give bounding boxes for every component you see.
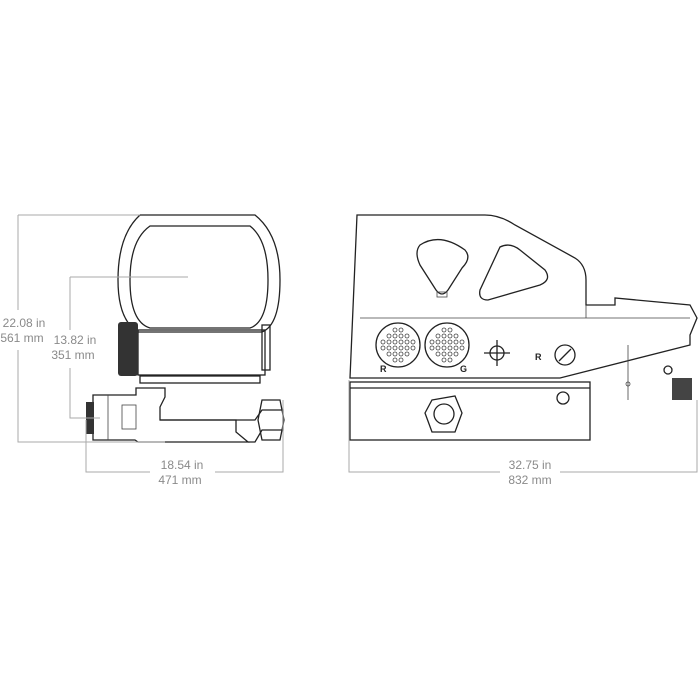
button-dot <box>453 351 459 357</box>
front-nut <box>257 399 285 441</box>
button-dot <box>386 333 392 339</box>
nut-bore <box>433 403 455 425</box>
side-body <box>349 214 698 379</box>
front-knob-right <box>261 324 271 371</box>
button-dot <box>398 339 404 345</box>
window-height-mm: 351 mm <box>51 348 94 362</box>
button-dot <box>429 345 435 351</box>
front-view <box>86 214 285 443</box>
button-dot <box>435 333 441 339</box>
button-dot <box>392 339 398 345</box>
button-dot <box>410 339 416 345</box>
button-dot <box>392 345 398 351</box>
button-dot <box>398 345 404 351</box>
button-dot <box>441 351 447 357</box>
button-dot <box>441 339 447 345</box>
button-dot <box>398 327 404 333</box>
small-tab <box>436 291 448 298</box>
button-dot <box>459 339 465 345</box>
button-dot <box>429 339 435 345</box>
button-dot <box>435 339 441 345</box>
button-dot <box>398 351 404 357</box>
button-dot <box>392 333 398 339</box>
button-dot <box>435 351 441 357</box>
button-dot <box>453 333 459 339</box>
button-dot <box>441 333 447 339</box>
overall-height-in: 22.08 in <box>3 316 46 330</box>
mount-block <box>121 404 137 430</box>
front-width-in: 18.54 in <box>161 458 204 472</box>
front-mount <box>92 387 250 443</box>
button-dot <box>398 357 404 363</box>
red-brightness-button[interactable] <box>375 322 421 368</box>
button-dot <box>404 345 410 351</box>
button-dot <box>453 339 459 345</box>
button-dot <box>410 345 416 351</box>
button-dot <box>392 327 398 333</box>
front-base-plate <box>139 375 261 384</box>
button-dot <box>453 345 459 351</box>
button-dot <box>441 357 447 363</box>
button-dot <box>380 345 386 351</box>
front-width-mm: 471 mm <box>158 473 201 487</box>
side-small-screw <box>663 365 673 375</box>
button-dot <box>435 345 441 351</box>
button-dot <box>404 351 410 357</box>
side-length-mm: 832 mm <box>508 473 551 487</box>
green-brightness-button[interactable] <box>424 322 470 368</box>
side-nut <box>424 395 463 433</box>
small-pin <box>625 381 631 387</box>
side-window-right <box>479 244 549 301</box>
red-button-label: R <box>380 364 387 374</box>
button-dot <box>386 345 392 351</box>
button-dot <box>447 357 453 363</box>
button-dot <box>441 327 447 333</box>
side-rail-mount <box>349 381 591 441</box>
button-dot <box>404 339 410 345</box>
button-dot <box>447 351 453 357</box>
side-knurled-cap <box>672 378 692 400</box>
screw-slot <box>558 348 572 362</box>
front-knob <box>118 322 138 376</box>
dimension-lines <box>17 214 698 473</box>
reticle-label: R <box>535 352 542 362</box>
button-dot <box>447 333 453 339</box>
overall-height-mm: 561 mm <box>0 331 43 345</box>
side-length-in: 32.75 in <box>509 458 552 472</box>
side-view: R G R <box>349 214 698 441</box>
button-dot <box>380 339 386 345</box>
button-dot <box>392 351 398 357</box>
reticle-selector-icon[interactable] <box>484 340 510 366</box>
front-body <box>137 329 266 376</box>
button-dot <box>398 333 404 339</box>
button-dot <box>441 345 447 351</box>
window-height-in: 13.82 in <box>54 333 97 347</box>
reticle-adjust-screw[interactable] <box>554 344 576 366</box>
button-dot <box>447 339 453 345</box>
button-dot <box>386 339 392 345</box>
button-dot <box>386 351 392 357</box>
button-dot <box>392 357 398 363</box>
button-dot <box>447 327 453 333</box>
front-lens-window <box>129 225 269 329</box>
button-dot <box>404 333 410 339</box>
button-dot <box>459 345 465 351</box>
button-dot <box>447 345 453 351</box>
side-window-left <box>416 238 469 295</box>
front-rail-clamp <box>160 409 284 443</box>
green-button-label: G <box>460 364 467 374</box>
rail-screw <box>556 391 570 405</box>
